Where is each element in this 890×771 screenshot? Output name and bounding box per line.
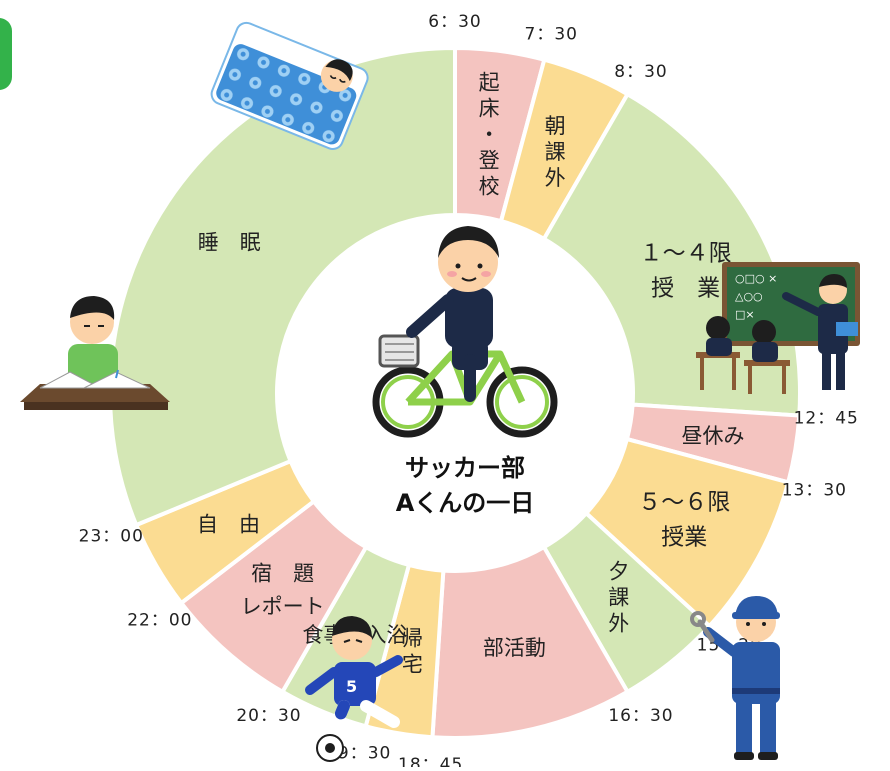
center-title-line1: サッカー部 xyxy=(405,454,525,482)
segment-label-wake-up: 起床・登校 xyxy=(479,70,500,198)
segment-label-lunch: 昼休み xyxy=(682,424,745,448)
segment-label-line: ・ xyxy=(479,122,500,146)
segment-label-line: 自 由 xyxy=(197,512,260,536)
segment-label-line: 起 xyxy=(479,70,500,94)
segment-label-line: 夕 xyxy=(608,559,629,583)
time-label: 18：45 xyxy=(398,755,463,767)
time-label: 7：30 xyxy=(525,25,578,45)
segment-label-class-1-4: １～４限授 業 xyxy=(640,241,732,302)
time-label: 22：00 xyxy=(127,610,192,630)
segment-label-line: 授業 xyxy=(661,525,707,551)
segment-label-line: １～４限 xyxy=(640,241,732,267)
time-label: 13：30 xyxy=(782,480,847,500)
segment-label-line: 部活動 xyxy=(483,636,546,660)
segment-label-free-time: 自 由 xyxy=(197,512,260,536)
segment-label-line: 宿 題 xyxy=(251,562,314,586)
time-label: 16：30 xyxy=(608,706,673,726)
segment-label-line: 宅 xyxy=(402,653,423,677)
segment-label-return-home: 帰宅 xyxy=(402,627,423,677)
svg-text:5: 5 xyxy=(346,677,357,696)
segment-label-sleep: 睡 眠 xyxy=(198,231,261,255)
segment-label-line: レポート xyxy=(241,595,325,619)
student-on-bicycle-icon xyxy=(372,226,558,438)
time-label: 20：30 xyxy=(236,706,301,726)
segment-sleep xyxy=(108,45,457,528)
segment-label-line: 課 xyxy=(608,585,629,609)
segment-label-morning-extra: 朝課外 xyxy=(545,114,566,190)
svg-text:○□○ ×: ○□○ × xyxy=(735,272,777,285)
green-tab-marker xyxy=(0,18,12,90)
segment-label-line: 昼休み xyxy=(682,424,745,448)
segment-label-line: 登 xyxy=(479,148,500,172)
segment-label-line: 課 xyxy=(545,140,566,164)
svg-text:□×: □× xyxy=(735,308,755,321)
segment-label-line: 朝 xyxy=(545,114,566,138)
time-label: 12：45 xyxy=(794,408,859,428)
segment-label-line: ５～６限 xyxy=(638,490,730,516)
segment-label-line: 外 xyxy=(608,611,629,635)
sleeping-in-futon-icon xyxy=(210,21,369,151)
classroom-teacher-icon: ○□○ × △○○ □× xyxy=(696,262,860,394)
time-label: 23：00 xyxy=(79,526,144,546)
segment-label-evening-extra: 夕課外 xyxy=(608,559,629,635)
segment-label-line: 校 xyxy=(479,174,500,198)
segment-label-club: 部活動 xyxy=(483,636,546,660)
mechanic-worker-icon xyxy=(690,596,780,760)
soccer-player-icon: 5 xyxy=(305,616,403,762)
studying-at-desk-icon xyxy=(20,296,170,410)
segment-label-line: 帰 xyxy=(402,627,423,651)
time-label: 6：30 xyxy=(428,12,481,32)
center-title-line2: Aくんの一日 xyxy=(396,489,535,517)
segment-label-line: 床 xyxy=(479,96,500,120)
segment-label-line: 睡 眠 xyxy=(198,231,261,255)
segment-label-line: 授 業 xyxy=(651,276,720,302)
time-label: 8：30 xyxy=(614,62,667,82)
segment-label-line: 外 xyxy=(545,166,566,190)
svg-text:△○○: △○○ xyxy=(735,290,763,303)
center-disc xyxy=(279,217,631,569)
